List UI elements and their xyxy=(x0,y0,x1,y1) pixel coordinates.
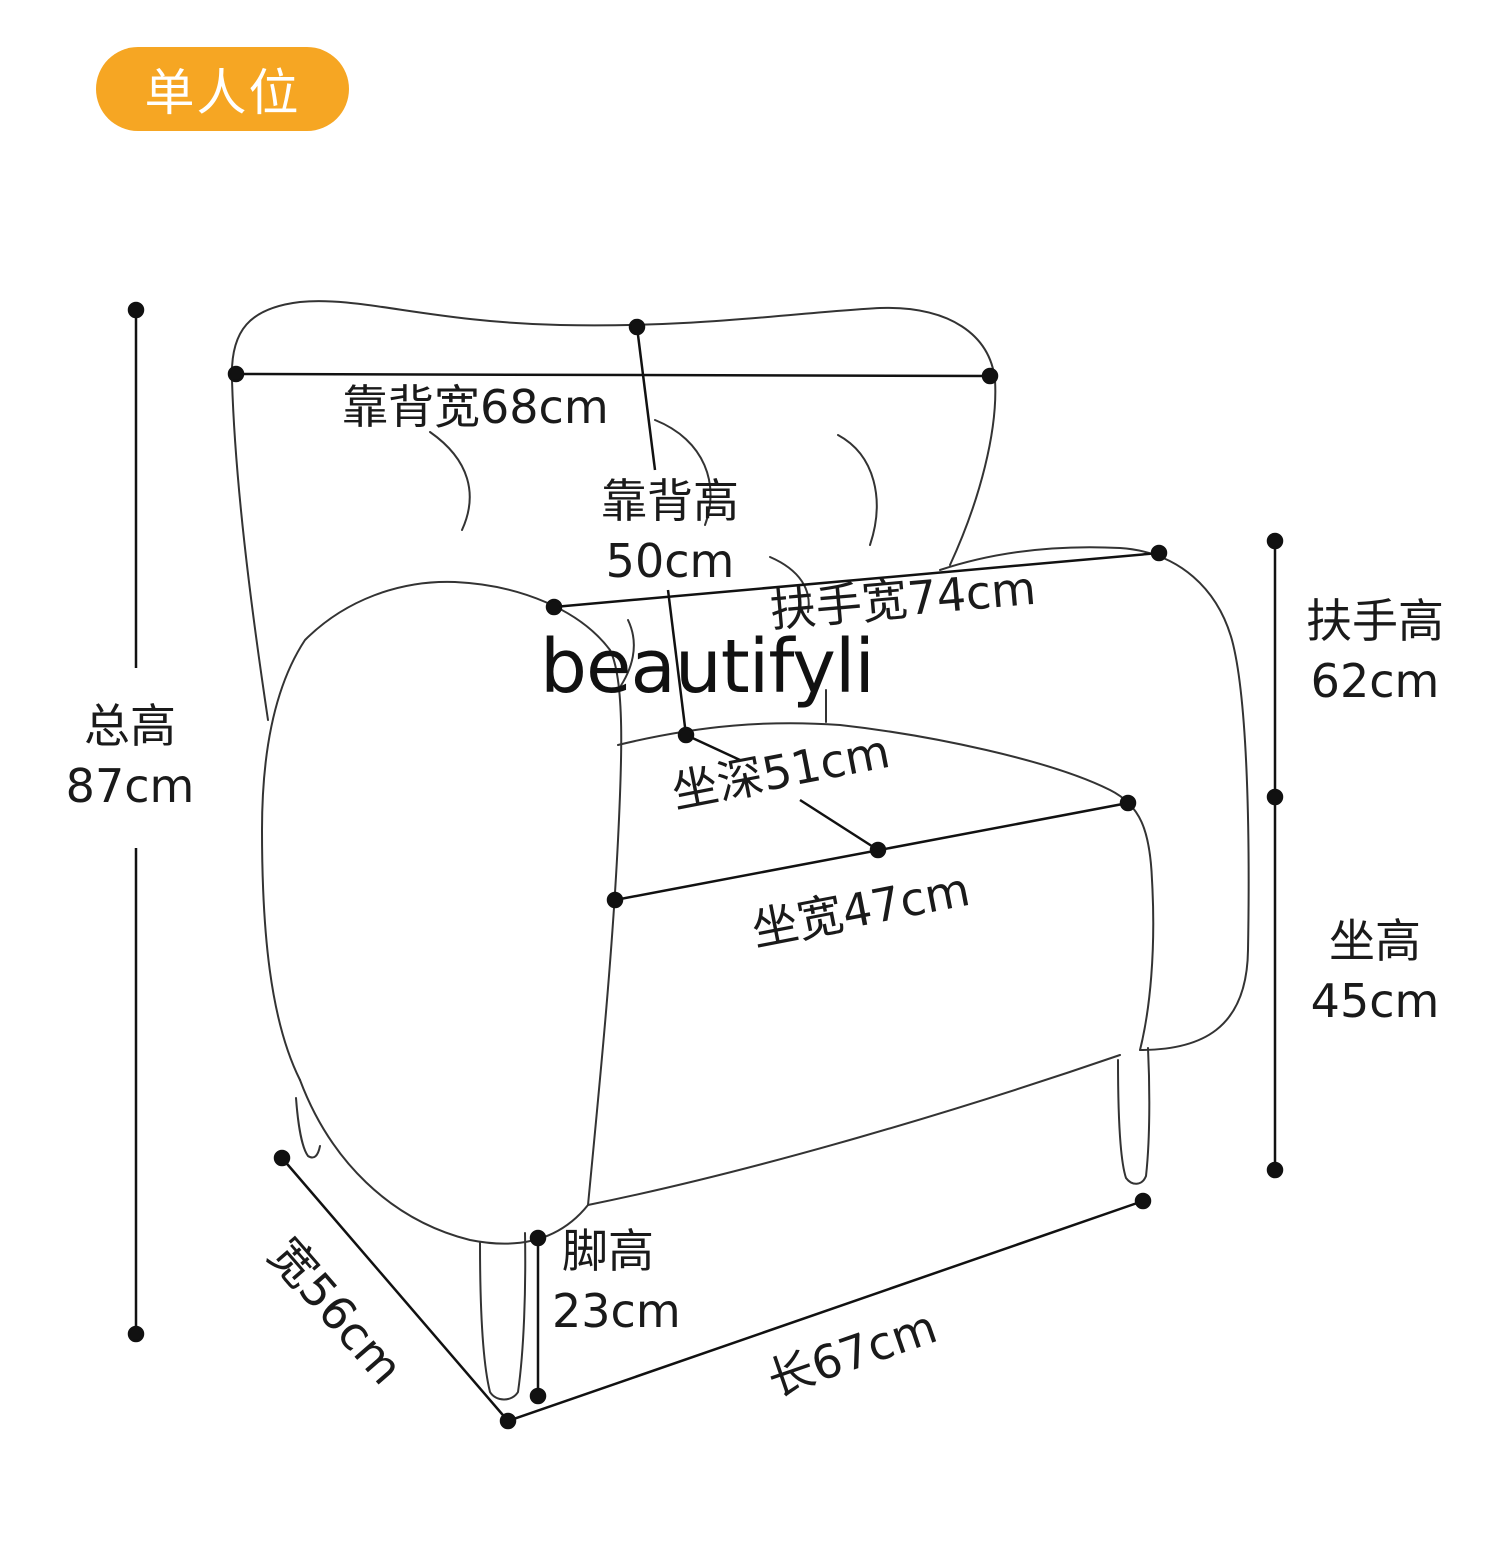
leg-height-name: 脚高 xyxy=(562,1224,654,1278)
marker-dot xyxy=(1266,788,1284,806)
marker-dot xyxy=(606,891,624,909)
marker-dot xyxy=(227,365,245,383)
marker-dot xyxy=(529,1387,547,1405)
marker-dot xyxy=(1266,1161,1284,1179)
leg-height-label: 脚高 23cm xyxy=(552,1228,681,1334)
tuft-line xyxy=(769,556,810,613)
backrest-height-name: 靠背高 xyxy=(601,474,739,528)
marker-dot xyxy=(981,367,999,385)
armrest-height-value: 62cm xyxy=(1310,654,1440,708)
marker-dot xyxy=(545,598,563,616)
back-right-leg xyxy=(1117,1047,1151,1185)
tuft-line xyxy=(429,431,471,531)
total-height-name: 总高 xyxy=(84,699,176,753)
marker-dot xyxy=(273,1149,291,1167)
left-arm-front xyxy=(299,1079,589,1245)
backrest-width-label: 靠背宽68cm xyxy=(342,380,609,434)
seat-height-name: 坐高 xyxy=(1329,914,1421,968)
backrest-height-value: 50cm xyxy=(605,534,735,588)
marker-dot xyxy=(1119,794,1137,812)
seat-type-label: 单人位 xyxy=(144,64,301,122)
seat-height-label: 坐高 45cm xyxy=(1290,918,1460,1024)
marker-dot xyxy=(529,1229,547,1247)
seat-front-edge xyxy=(587,1054,1121,1206)
marker-dot xyxy=(1150,544,1168,562)
marker-dot xyxy=(628,318,646,336)
marker-dot xyxy=(1266,532,1284,550)
backrest-height-label: 靠背高 50cm xyxy=(590,478,750,584)
tuft-line xyxy=(654,419,712,526)
seat-back-edge xyxy=(617,722,1155,1051)
total-height-value: 87cm xyxy=(65,759,195,813)
marker-dot xyxy=(677,726,695,744)
dimension-lines xyxy=(127,301,1284,1430)
seat-height-value: 45cm xyxy=(1310,974,1440,1028)
marker-dot xyxy=(1134,1192,1152,1210)
arm-fold-line xyxy=(617,619,635,691)
total-height-label: 总高 87cm xyxy=(50,703,210,809)
right-arm-outline xyxy=(939,546,1250,1051)
sofa-outline xyxy=(230,300,1250,1401)
front-left-leg xyxy=(479,1232,527,1401)
seat-type-badge: 单人位 xyxy=(96,47,349,131)
leg-height-value: 23cm xyxy=(552,1284,681,1338)
armrest-height-name: 扶手高 xyxy=(1306,594,1444,648)
armrest-height-label: 扶手高 62cm xyxy=(1290,598,1460,704)
marker-dot xyxy=(499,1412,517,1430)
watermark-text: beautifyli xyxy=(540,624,875,710)
marker-dot xyxy=(127,1325,145,1343)
back-left-leg xyxy=(295,1097,321,1159)
tuft-line xyxy=(837,434,878,546)
marker-dot xyxy=(127,301,145,319)
